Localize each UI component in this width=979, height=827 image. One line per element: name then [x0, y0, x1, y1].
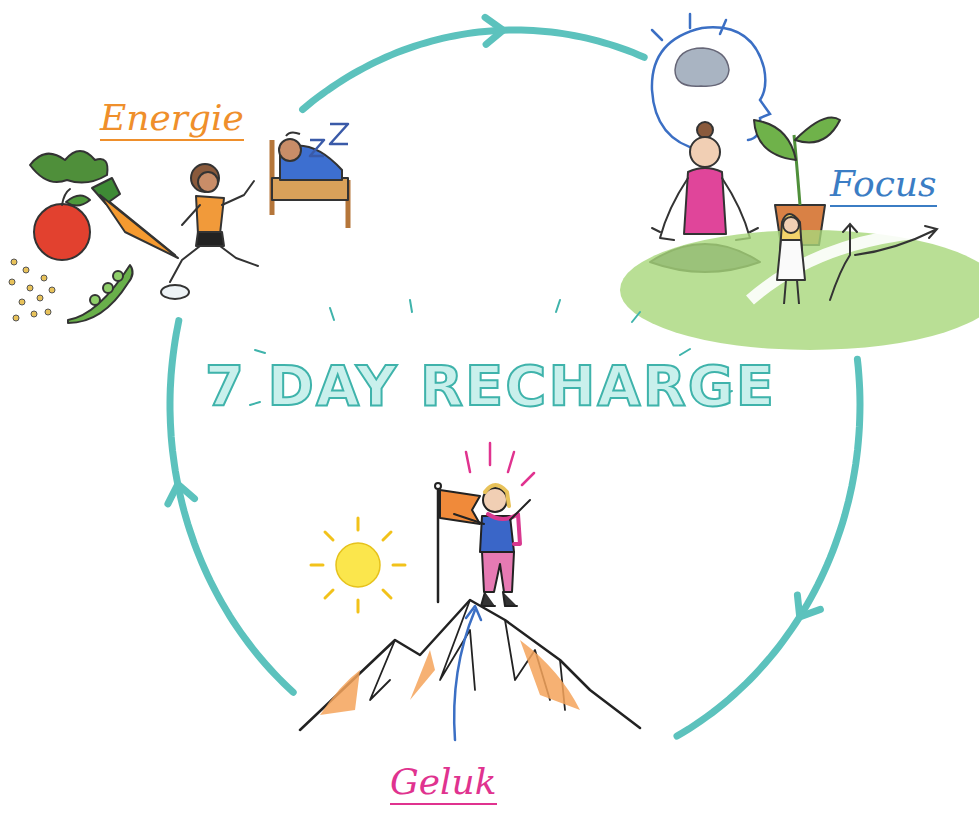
happiness-label: Geluk	[382, 756, 505, 809]
seeds	[9, 259, 55, 321]
direction-arrows	[830, 224, 937, 300]
path	[750, 230, 970, 300]
runner	[161, 164, 258, 299]
station-name: Focus	[830, 162, 937, 207]
diagram-title: 7 DAY RECHARGE	[205, 353, 776, 418]
focus-label: Focus	[822, 158, 945, 211]
station-name: Energie	[100, 96, 244, 141]
plant	[754, 118, 840, 246]
green-hill	[620, 230, 979, 350]
climber	[435, 443, 534, 606]
station-name: Geluk	[390, 760, 497, 805]
standing-woman	[777, 214, 805, 304]
energy-label: Energie	[92, 92, 252, 145]
brain	[675, 48, 729, 86]
sun	[311, 518, 405, 612]
bed	[272, 124, 348, 228]
food-illustration	[30, 151, 178, 323]
mountain	[300, 600, 640, 740]
cycle-arrow	[303, 17, 645, 109]
head-outline	[652, 14, 770, 150]
